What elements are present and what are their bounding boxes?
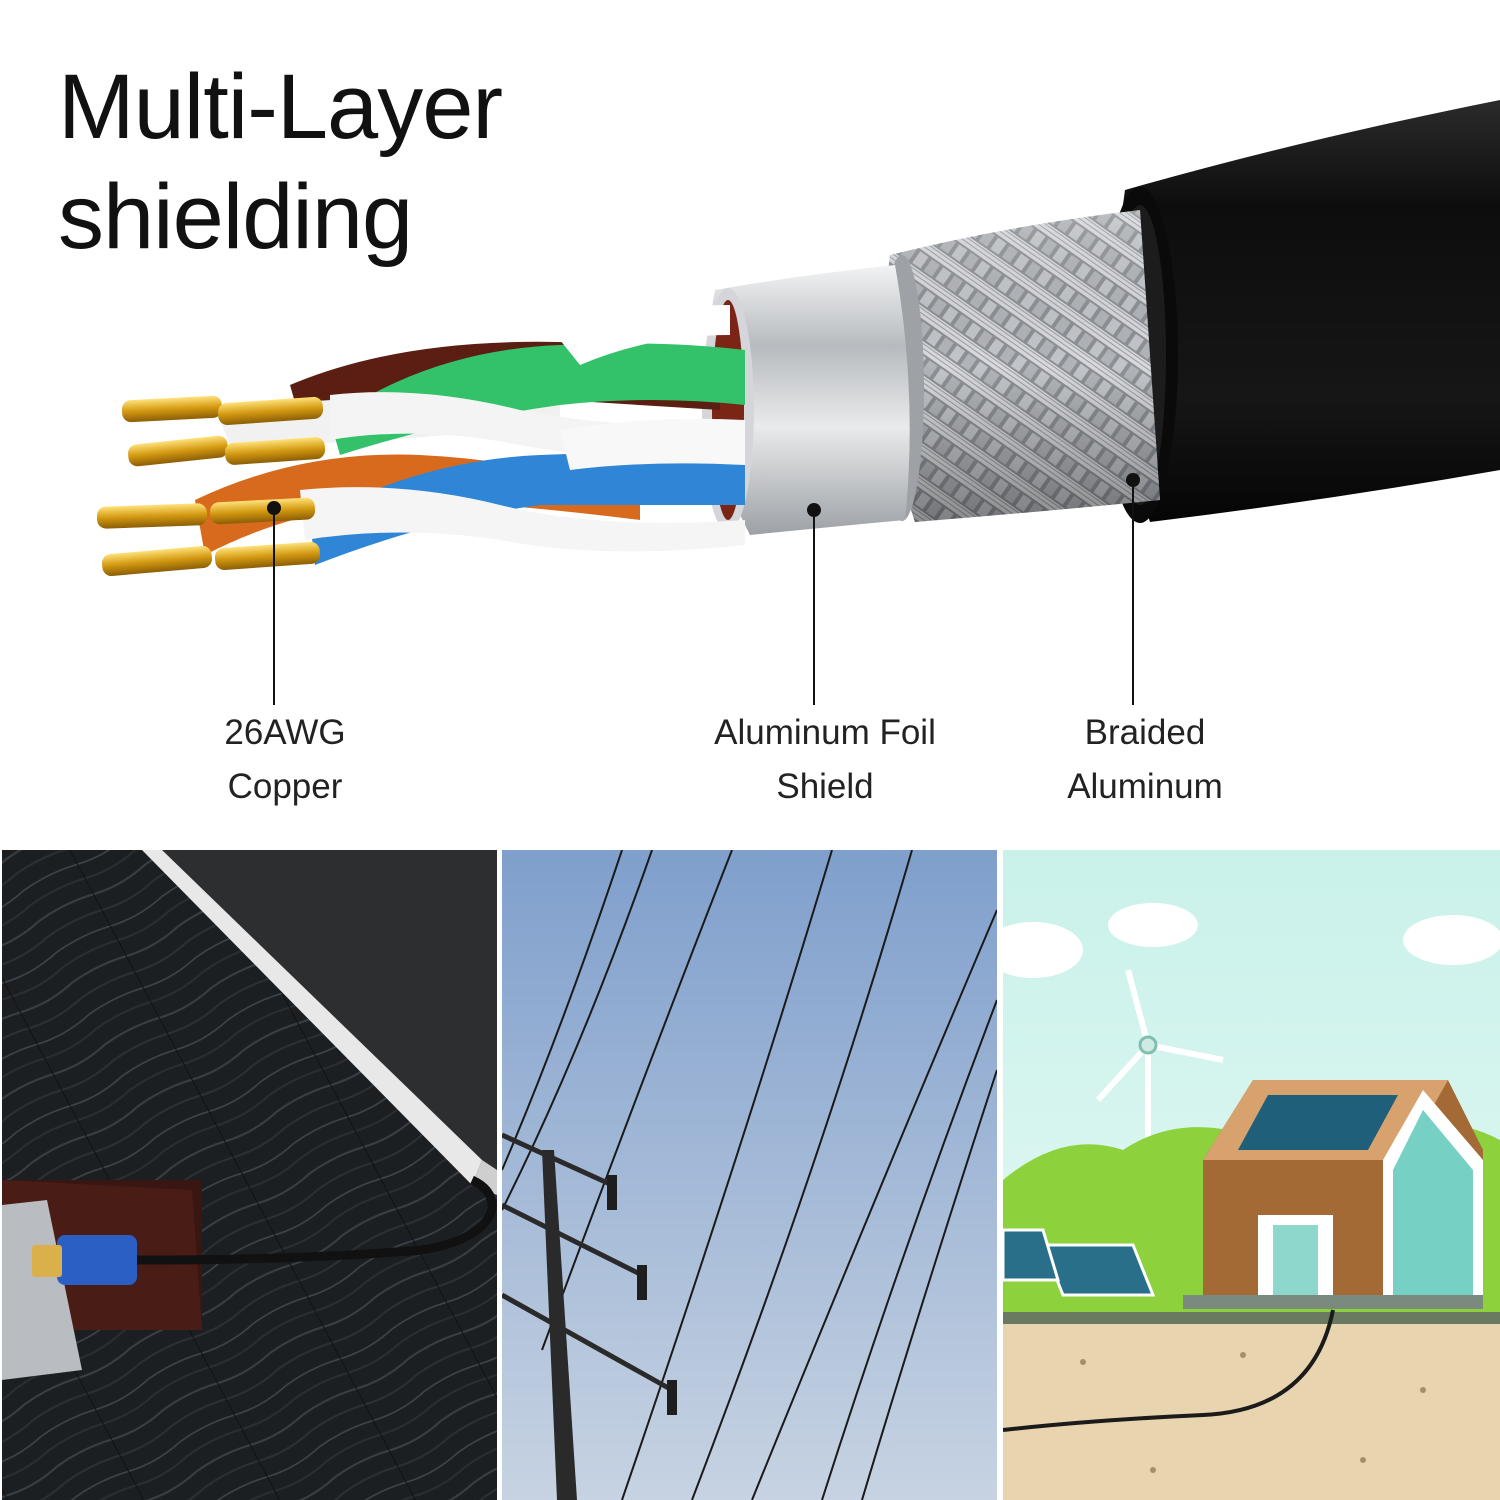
callout-copper-line-2: Copper — [227, 767, 343, 806]
cable-cross-section-illustration — [96, 100, 1500, 705]
callout-copper-line-1: 26AWG — [224, 713, 346, 752]
twisted-pairs — [195, 305, 745, 565]
outer-jacket — [1102, 100, 1500, 523]
callout-label-foil: Aluminum Foil Shield — [690, 706, 960, 814]
photo-panel-desk — [2, 850, 497, 1500]
braided-shield — [880, 210, 1160, 522]
solar-house-scene-image — [1003, 850, 1500, 1500]
illustration-panel-solar-house — [1003, 850, 1500, 1500]
callout-foil-line-1: Aluminum Foil — [714, 713, 936, 752]
title-line-2: shielding — [58, 166, 413, 268]
callout-leader-copper — [267, 501, 281, 705]
callout-braid-line-2: Aluminum — [1067, 767, 1223, 806]
callout-leader-braid — [1126, 473, 1140, 705]
title-line-1: Multi-Layer — [58, 56, 503, 158]
callout-label-braid: Braided Aluminum — [1035, 706, 1255, 814]
page-title: Multi-Layer shielding — [58, 52, 503, 272]
desk-scene-image — [2, 850, 497, 1500]
callout-foil-line-2: Shield — [776, 767, 874, 806]
callout-braid-line-1: Braided — [1084, 713, 1206, 752]
photo-panel-power-lines — [502, 850, 997, 1500]
power-lines-scene-image — [502, 850, 997, 1500]
copper-conductors — [96, 395, 326, 577]
callout-label-copper: 26AWG Copper — [185, 706, 385, 814]
callout-leader-foil — [807, 503, 821, 705]
